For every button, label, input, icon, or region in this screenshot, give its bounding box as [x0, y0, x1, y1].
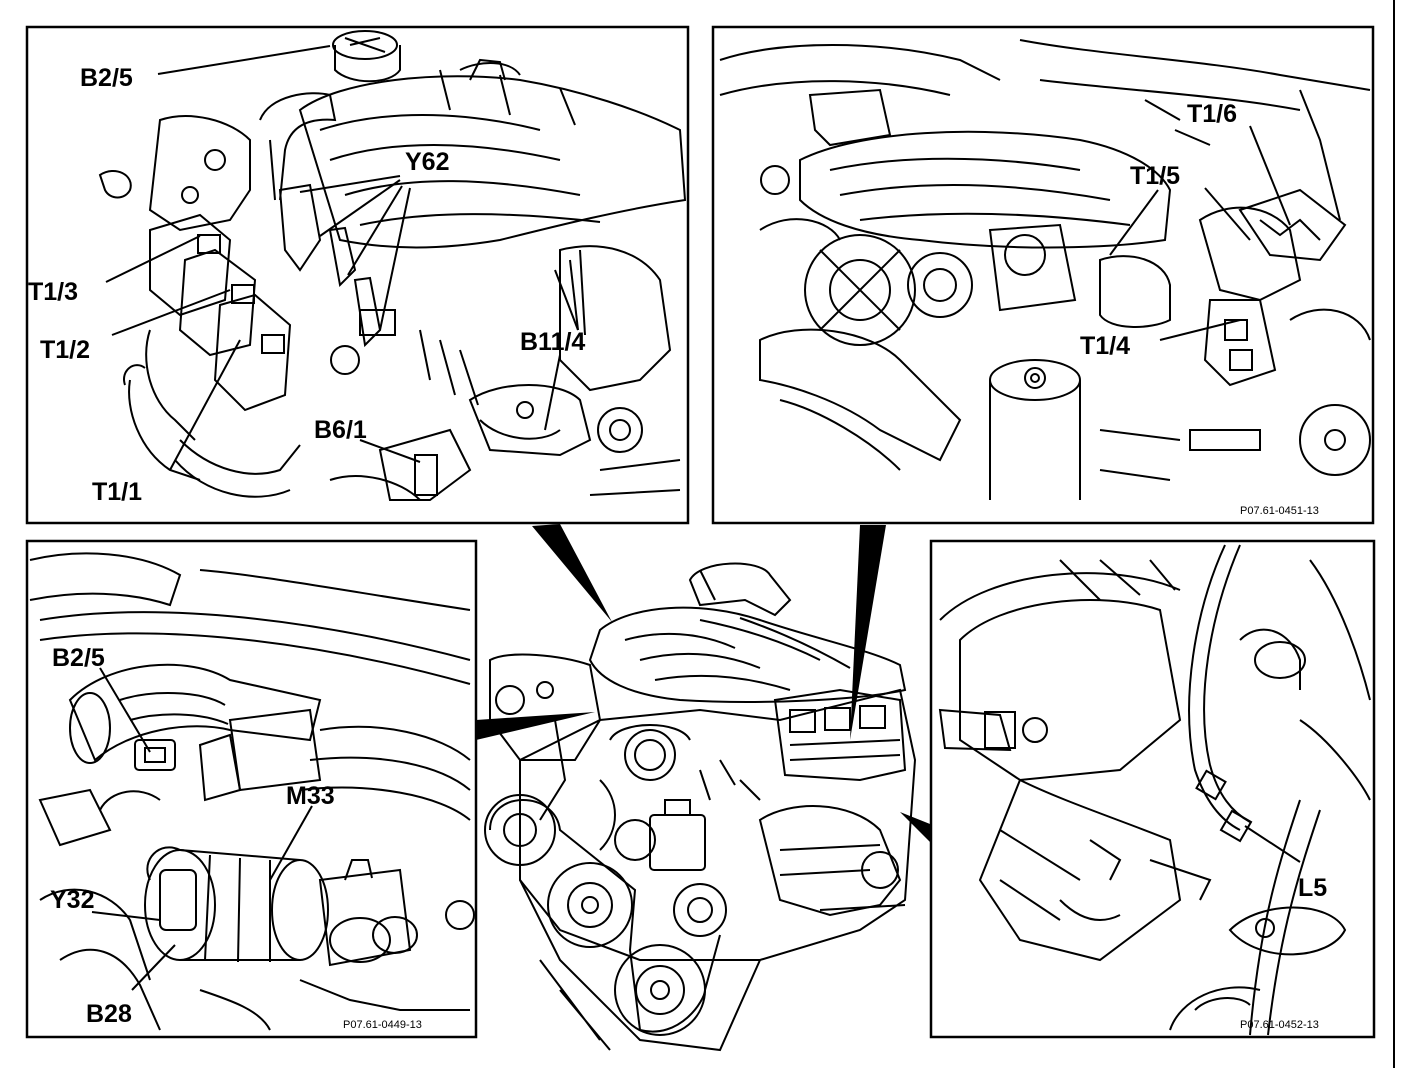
panel-bottom-right-labels: L5 P07.61-0452-13: [1240, 874, 1327, 1031]
panel-top-left-labels: B2/5 Y62 T1/3 T1/2 B11/4 B6/1 T1/1: [28, 64, 585, 506]
panel-top-right-leaders: [1109, 125, 1291, 341]
pointer-top-left: [532, 524, 612, 622]
label-b11-4: B11/4: [520, 328, 585, 356]
panel-top-right-frame: [711, 25, 1375, 525]
label-y62: Y62: [405, 148, 449, 176]
engine-overview-illustration: [484, 562, 917, 1052]
panel-bottom-left: B2/5 M33 Y32 B28 P07.61-0449-13: [25, 539, 478, 1039]
panel-top-left-frame: [25, 25, 690, 525]
panel-bottom-left-leaders: [91, 667, 313, 991]
figure-code-bottom-right: P07.61-0452-13: [1240, 1019, 1319, 1031]
panel-bottom-right-frame: [929, 539, 1376, 1039]
label-l5: L5: [1298, 874, 1327, 902]
label-t1-4: T1/4: [1080, 332, 1130, 360]
panel-bottom-right: L5 P07.61-0452-13: [929, 539, 1376, 1039]
label-y32: Y32: [50, 886, 94, 914]
panel-bottom-right-leaders: [1244, 825, 1301, 863]
panel-bottom-left-labels: B2/5 M33 Y32 B28 P07.61-0449-13: [50, 644, 422, 1031]
label-b2-5: B2/5: [80, 64, 133, 92]
figure-code-top-right: P07.61-0451-13: [1240, 505, 1319, 517]
label-t1-6: T1/6: [1187, 100, 1237, 128]
label-b28: B28: [86, 1000, 132, 1028]
label-b2-5-bottom: B2/5: [52, 644, 105, 672]
panel-top-right-illustration: [719, 39, 1371, 500]
pointer-bottom-left: [476, 712, 595, 740]
label-t1-3: T1/3: [28, 278, 78, 306]
label-t1-1: T1/1: [92, 478, 142, 506]
label-b6-1: B6/1: [314, 416, 367, 444]
label-m33: M33: [286, 782, 335, 810]
panel-top-right-labels: T1/6 T1/5 T1/4 P07.61-0451-13: [1080, 100, 1319, 517]
panel-bottom-right-illustration: [938, 544, 1371, 1036]
panel-pointers: [476, 524, 930, 842]
panel-top-left: B2/5 Y62 T1/3 T1/2 B11/4 B6/1 T1/1: [25, 25, 690, 525]
pointer-top-right: [850, 525, 886, 740]
pointer-bottom-right: [900, 812, 930, 842]
figure-code-bottom-left: P07.61-0449-13: [343, 1019, 422, 1031]
label-t1-2: T1/2: [40, 336, 90, 364]
panel-top-right: T1/6 T1/5 T1/4 P07.61-0451-13: [711, 25, 1375, 525]
panel-bottom-left-illustration: [29, 552, 475, 1031]
panel-top-left-leaders: [105, 45, 586, 471]
label-t1-5: T1/5: [1130, 162, 1180, 190]
